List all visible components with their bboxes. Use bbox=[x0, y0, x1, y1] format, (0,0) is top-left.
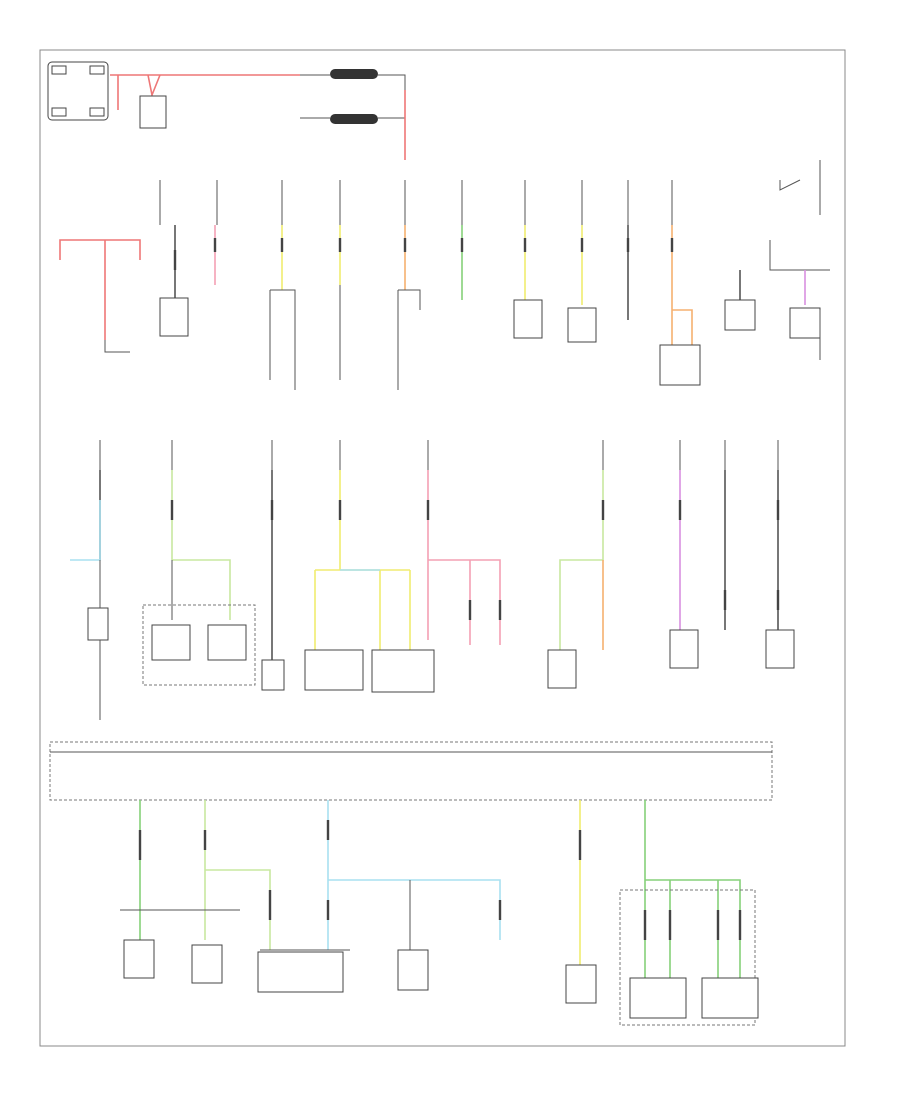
component-8 bbox=[304, 649, 364, 691]
component-3 bbox=[567, 307, 597, 343]
component-6 bbox=[789, 307, 821, 339]
component-18-box bbox=[619, 889, 756, 1026]
component-15 bbox=[257, 951, 344, 993]
component-10 bbox=[547, 649, 577, 689]
top-right-relay bbox=[769, 160, 830, 271]
starter-relay bbox=[139, 95, 167, 129]
fuse-row-2 bbox=[99, 440, 779, 470]
relay-left bbox=[87, 607, 109, 641]
component-1 bbox=[159, 297, 189, 337]
component-16 bbox=[397, 949, 429, 991]
diagram-border bbox=[39, 49, 846, 1047]
component-9 bbox=[371, 649, 435, 693]
fusible-link-b bbox=[330, 114, 378, 124]
component-17 bbox=[565, 964, 597, 1004]
component-4 bbox=[659, 344, 701, 386]
component-2 bbox=[513, 299, 543, 339]
component-5 bbox=[724, 299, 756, 331]
red-loop-wire bbox=[59, 239, 141, 340]
fuse-row-1 bbox=[159, 180, 673, 225]
component-13 bbox=[123, 939, 155, 979]
component-12 bbox=[765, 629, 795, 669]
component-18 bbox=[629, 977, 687, 1019]
relay-box-left bbox=[142, 604, 256, 686]
battery bbox=[47, 61, 109, 121]
component-11 bbox=[669, 629, 699, 669]
fusible-link-a bbox=[330, 69, 378, 79]
fuse-panel bbox=[49, 741, 773, 801]
component-14 bbox=[191, 944, 223, 984]
component-7 bbox=[261, 659, 285, 691]
component-19 bbox=[701, 977, 759, 1019]
